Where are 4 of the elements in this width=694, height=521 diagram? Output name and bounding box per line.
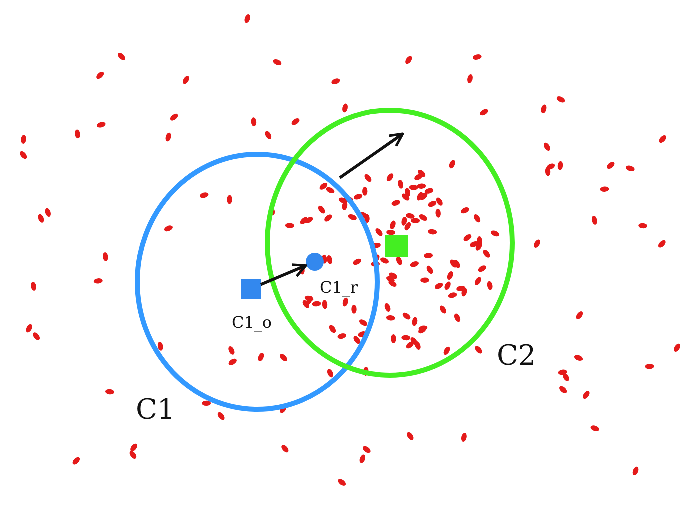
cluster-label: C1 bbox=[136, 396, 176, 424]
center-label: C1_o bbox=[232, 315, 272, 331]
center-label: C1_r bbox=[320, 280, 358, 296]
cluster-label: C2 bbox=[497, 342, 536, 370]
